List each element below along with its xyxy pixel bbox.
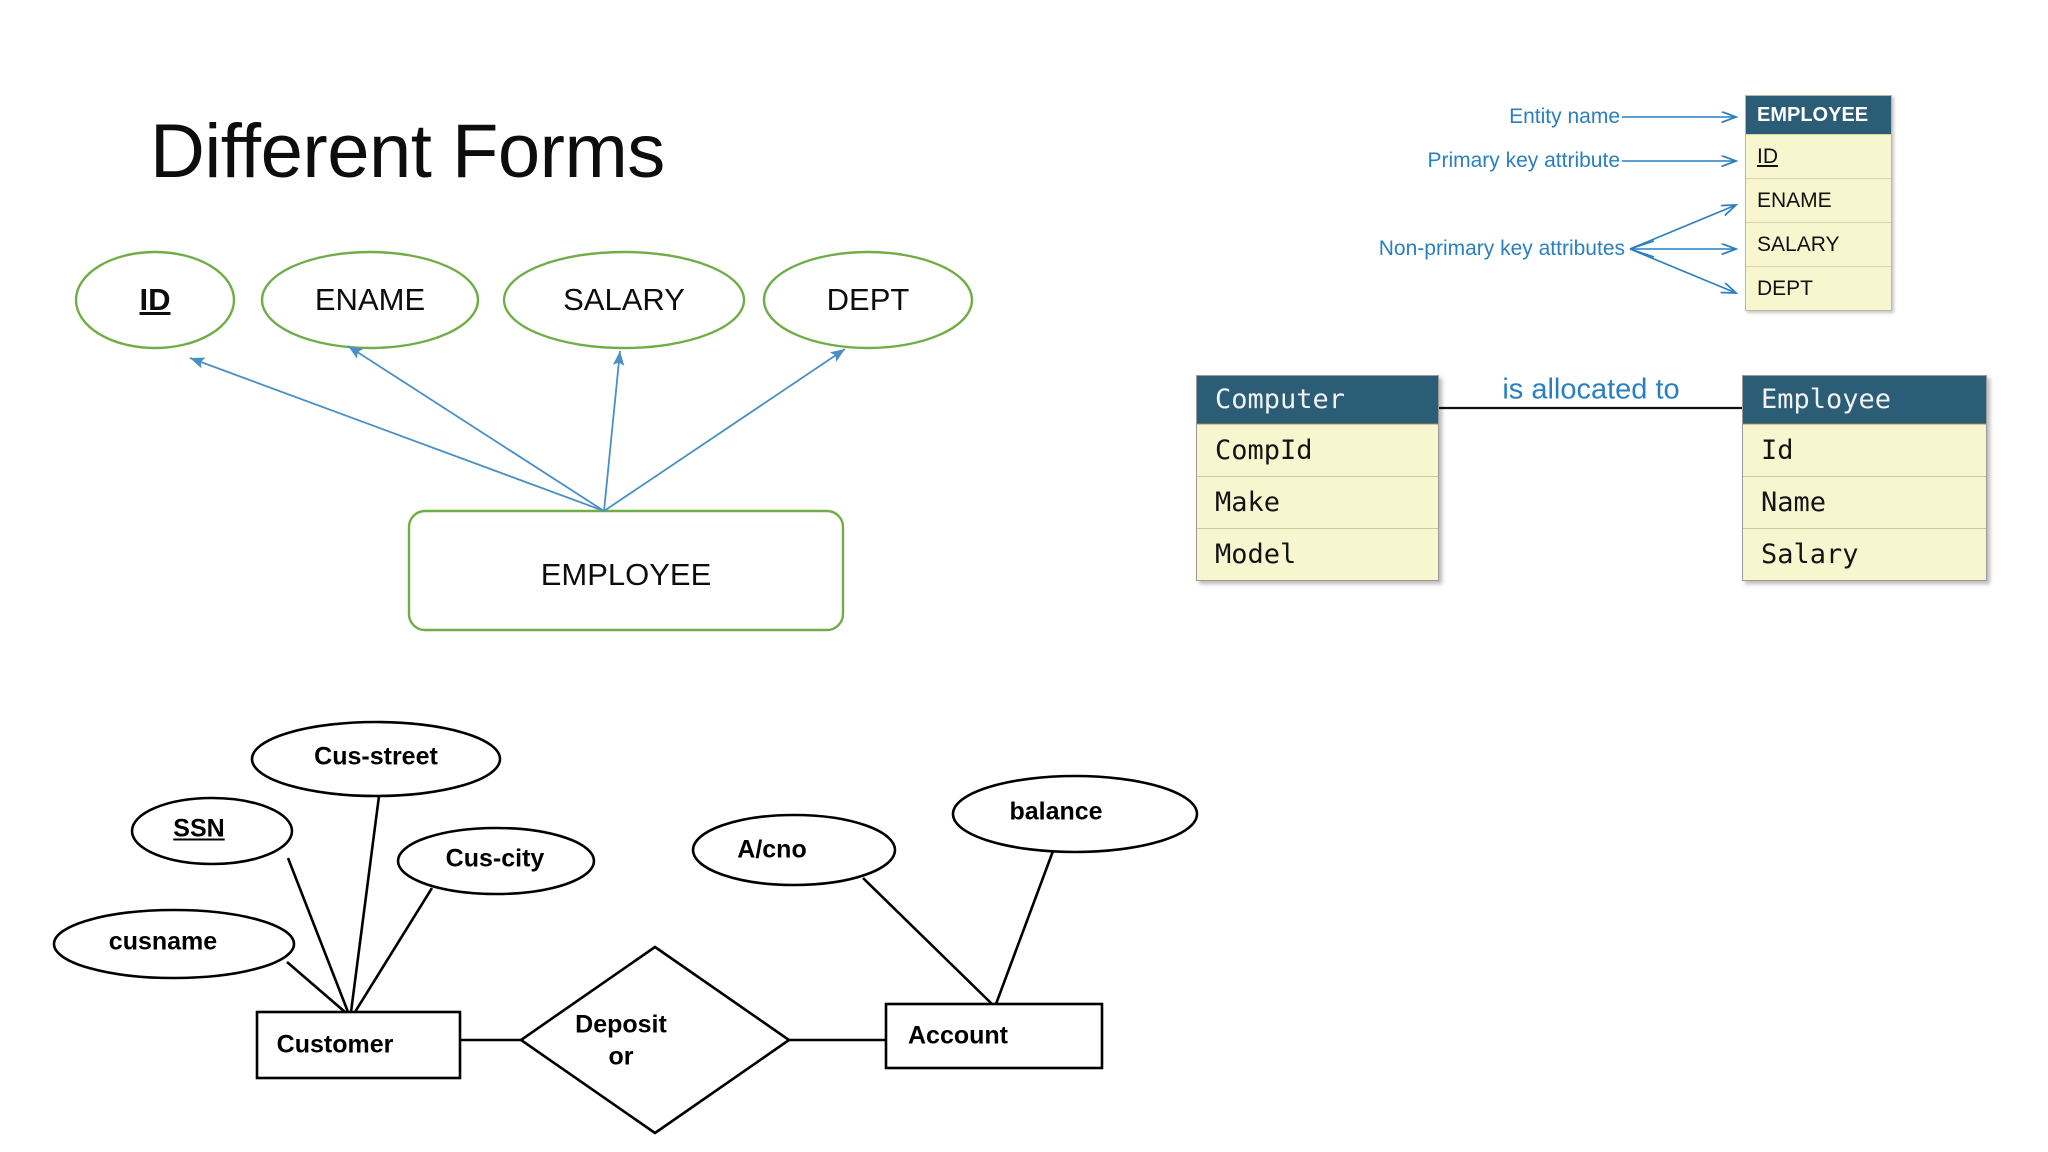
annotated-employee-table: EMPLOYEE ID ENAME SALARY DEPT xyxy=(1745,95,1892,311)
bw-entity-label-customer: Customer xyxy=(276,1030,394,1059)
bw-attribute-label-cus-city: Cus-city xyxy=(445,844,545,873)
computer-field-model: Model xyxy=(1197,528,1438,580)
er-entity-label-employee: EMPLOYEE xyxy=(540,557,712,592)
er-attribute-label-salary: SALARY xyxy=(563,282,685,317)
bw-attribute-label-balance: balance xyxy=(1009,797,1103,826)
computer-table: Computer CompId Make Model xyxy=(1196,375,1439,581)
er-green-connector-arrows xyxy=(189,345,846,512)
bw-entity-label-account: Account xyxy=(908,1021,1008,1050)
employee-relationship-table: Employee Id Name Salary xyxy=(1742,375,1987,581)
employee-table-title: Employee xyxy=(1743,376,1986,424)
er-black-attribute-ellipses xyxy=(52,720,1199,980)
er-black-connector-lines xyxy=(286,795,1055,1042)
bw-attribute-label-acno: A/cno xyxy=(737,835,807,864)
table-row-dept: DEPT xyxy=(1746,266,1891,310)
table-cell-ename: ENAME xyxy=(1757,188,1832,212)
bw-attribute-label-cusname: cusname xyxy=(108,927,218,956)
computer-field-make: Make xyxy=(1197,476,1438,528)
annotation-arrows xyxy=(1622,117,1736,293)
er-green-attribute-ellipses xyxy=(74,250,974,350)
table-header-employee: EMPLOYEE xyxy=(1746,96,1891,134)
computer-table-title: Computer xyxy=(1197,376,1438,424)
table-cell-salary: SALARY xyxy=(1757,232,1840,256)
employee-field-name: Name xyxy=(1743,476,1986,528)
er-black-entity-boxes xyxy=(255,1002,1104,1080)
er-attribute-label-id: ID xyxy=(139,282,171,317)
callout-non-primary-key-attributes: Non-primary key attributes xyxy=(1378,237,1625,260)
computer-field-compid: CompId xyxy=(1197,424,1438,476)
relationship-label-is-allocated-to: is allocated to xyxy=(1502,373,1680,406)
bw-attribute-label-cus-street: Cus-street xyxy=(314,742,438,771)
employee-field-salary: Salary xyxy=(1743,528,1986,580)
table-cell-dept: DEPT xyxy=(1757,276,1814,300)
bw-attribute-label-ssn: SSN xyxy=(173,814,225,843)
callout-primary-key-attribute: Primary key attribute xyxy=(1427,149,1620,172)
employee-field-id: Id xyxy=(1743,424,1986,476)
er-black-relationship-diamond xyxy=(518,945,792,1135)
table-cell-id: ID xyxy=(1757,144,1778,168)
page-title: Different Forms xyxy=(150,109,665,194)
er-green-entity-box xyxy=(407,509,845,632)
bw-relationship-label-depositor-line2: or xyxy=(608,1042,634,1071)
table-row-id: ID xyxy=(1746,134,1891,178)
table-row-ename: ENAME xyxy=(1746,178,1891,222)
table-row-salary: SALARY xyxy=(1746,222,1891,266)
er-attribute-label-ename: ENAME xyxy=(314,282,426,317)
er-attribute-label-dept: DEPT xyxy=(826,282,910,317)
callout-entity-name: Entity name xyxy=(1509,105,1620,128)
bw-relationship-label-depositor-line1: Deposit xyxy=(575,1010,667,1039)
